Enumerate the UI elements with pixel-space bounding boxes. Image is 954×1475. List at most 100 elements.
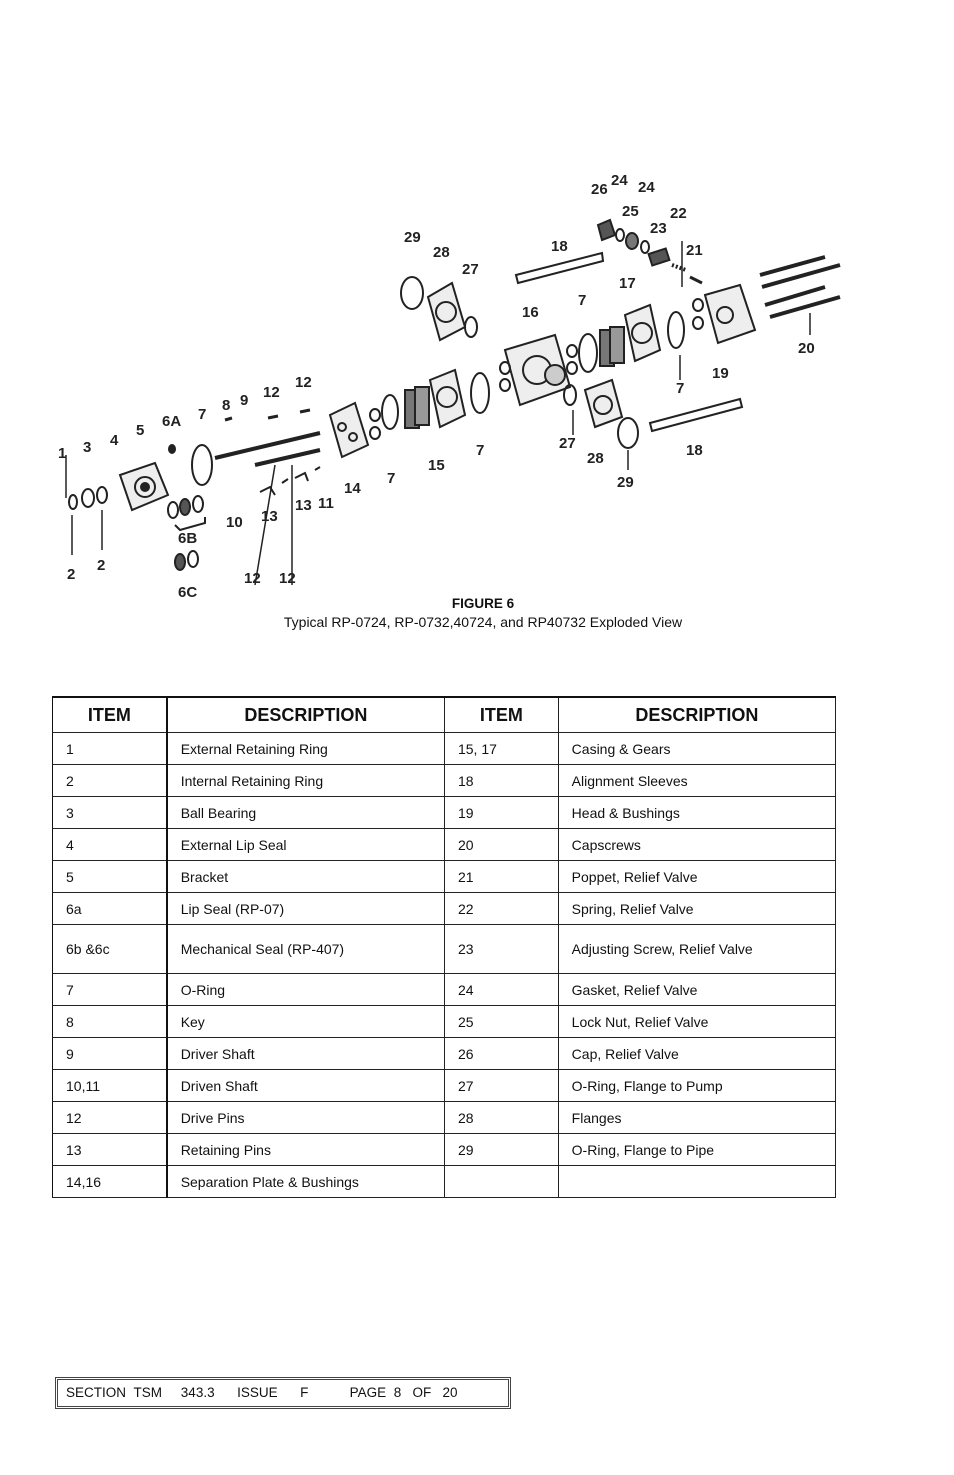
page-total: 20 xyxy=(442,1385,458,1400)
description-cell: External Lip Seal xyxy=(165,828,445,861)
section-label: SECTION xyxy=(66,1385,127,1400)
callout-label: 7 xyxy=(578,292,586,309)
description-cell: Ball Bearing xyxy=(165,796,445,829)
driver-shaft-9 xyxy=(214,431,321,460)
description-cell: O-Ring xyxy=(165,973,445,1006)
issue-label: ISSUE xyxy=(237,1385,278,1400)
item-number-cell: 21 xyxy=(443,860,559,893)
item-number-cell: 18 xyxy=(443,764,559,797)
figure-subtitle: Typical RP-0724, RP-0732,40724, and RP40… xyxy=(283,614,683,630)
callout-label: 12 xyxy=(279,570,296,587)
item-number-cell: 5 xyxy=(51,860,168,893)
callout-label: 2 xyxy=(97,557,105,574)
header-item: ITEM xyxy=(51,696,168,733)
callout-label: 6C xyxy=(178,584,197,601)
callout-label: 6A xyxy=(162,413,181,430)
item-number-cell xyxy=(443,1165,559,1198)
page-label: PAGE xyxy=(349,1385,387,1400)
description-cell: Flanges xyxy=(557,1101,837,1134)
header-description: DESCRIPTION xyxy=(165,696,445,733)
item-number-cell: 4 xyxy=(51,828,168,861)
callout-label: 7 xyxy=(676,380,684,397)
description-cell: Cap, Relief Valve xyxy=(557,1037,837,1070)
callout-label: 24 xyxy=(638,179,655,196)
o-ring-7-c xyxy=(470,372,490,414)
capscrew-20 xyxy=(759,255,826,277)
cap-relief-valve-26 xyxy=(596,218,617,242)
o-ring-29-bottom xyxy=(617,417,639,449)
description-cell: O-Ring, Flange to Pipe xyxy=(557,1133,837,1166)
page-number: 8 xyxy=(393,1385,402,1400)
callout-label: 7 xyxy=(198,406,206,423)
table-header-row: ITEM DESCRIPTION ITEM DESCRIPTION xyxy=(51,696,837,733)
casing-15 xyxy=(428,368,467,429)
description-cell: Key xyxy=(165,1005,445,1038)
lip-seal-6a xyxy=(168,444,176,454)
item-number-cell: 6b &6c xyxy=(51,924,168,974)
callout-label: 22 xyxy=(670,205,687,222)
callout-label: 2 xyxy=(67,566,75,583)
callout-label: 12 xyxy=(295,374,312,391)
o-ring-27-top xyxy=(464,316,478,338)
o-ring-7-left xyxy=(191,444,213,486)
description-cell: Drive Pins xyxy=(165,1101,445,1134)
callout-label: 14 xyxy=(344,480,361,497)
description-cell: Capscrews xyxy=(557,828,837,861)
item-number-cell: 20 xyxy=(443,828,559,861)
document-number: 343.3 xyxy=(180,1385,215,1400)
item-number-cell: 12 xyxy=(51,1101,168,1134)
header-description: DESCRIPTION xyxy=(557,696,837,733)
callout-label: 19 xyxy=(712,365,729,382)
o-ring-29-top xyxy=(400,276,424,310)
callout-label: 18 xyxy=(551,238,568,255)
figure-title: FIGURE 6 xyxy=(451,596,515,611)
callout-label: 12 xyxy=(244,570,261,587)
issue-value: F xyxy=(300,1385,309,1400)
retaining-ring-1 xyxy=(68,494,78,510)
callout-label: 23 xyxy=(650,220,667,237)
item-number-cell: 8 xyxy=(51,1005,168,1038)
callout-label: 3 xyxy=(83,439,91,456)
description-cell: Driver Shaft xyxy=(165,1037,445,1070)
description-cell: Head & Bushings xyxy=(557,796,837,829)
callout-labels: 1 2 2 3 4 5 6A 6B 6C 7 8 9 10 11 12 12 1… xyxy=(58,172,815,601)
ball-bearing-3 xyxy=(81,488,95,508)
o-ring-27-bottom xyxy=(563,384,577,406)
item-number-cell: 14,16 xyxy=(51,1165,168,1198)
of-label: OF xyxy=(412,1385,432,1400)
casing-16 xyxy=(503,333,572,407)
description-cell: External Retaining Ring xyxy=(165,732,445,765)
callout-label: 29 xyxy=(404,229,421,246)
description-cell: Alignment Sleeves xyxy=(557,764,837,797)
callout-label: 13 xyxy=(295,497,312,514)
item-number-cell: 26 xyxy=(443,1037,559,1070)
callout-label: 4 xyxy=(110,432,119,449)
description-cell xyxy=(557,1165,837,1198)
callout-label: 5 xyxy=(136,422,144,439)
callout-label: 18 xyxy=(686,442,703,459)
callout-label: 12 xyxy=(263,384,280,401)
description-cell: Casing & Gears xyxy=(557,732,837,765)
callout-label: 6B xyxy=(178,530,197,547)
item-number-cell: 23 xyxy=(443,924,559,974)
description-cell: Mechanical Seal (RP-407) xyxy=(165,924,445,974)
description-cell: O-Ring, Flange to Pump xyxy=(557,1069,837,1102)
description-cell: Bracket xyxy=(165,860,445,893)
alignment-sleeves-18-top xyxy=(514,251,605,285)
callout-label: 29 xyxy=(617,474,634,491)
exploded-view-figure: 1 2 2 3 4 5 6A 6B 6C 7 8 9 10 11 12 12 1… xyxy=(50,165,850,605)
callout-label: 24 xyxy=(611,172,628,189)
description-cell: Retaining Pins xyxy=(165,1133,445,1166)
item-number-cell: 19 xyxy=(443,796,559,829)
callout-label: 15 xyxy=(428,457,445,474)
